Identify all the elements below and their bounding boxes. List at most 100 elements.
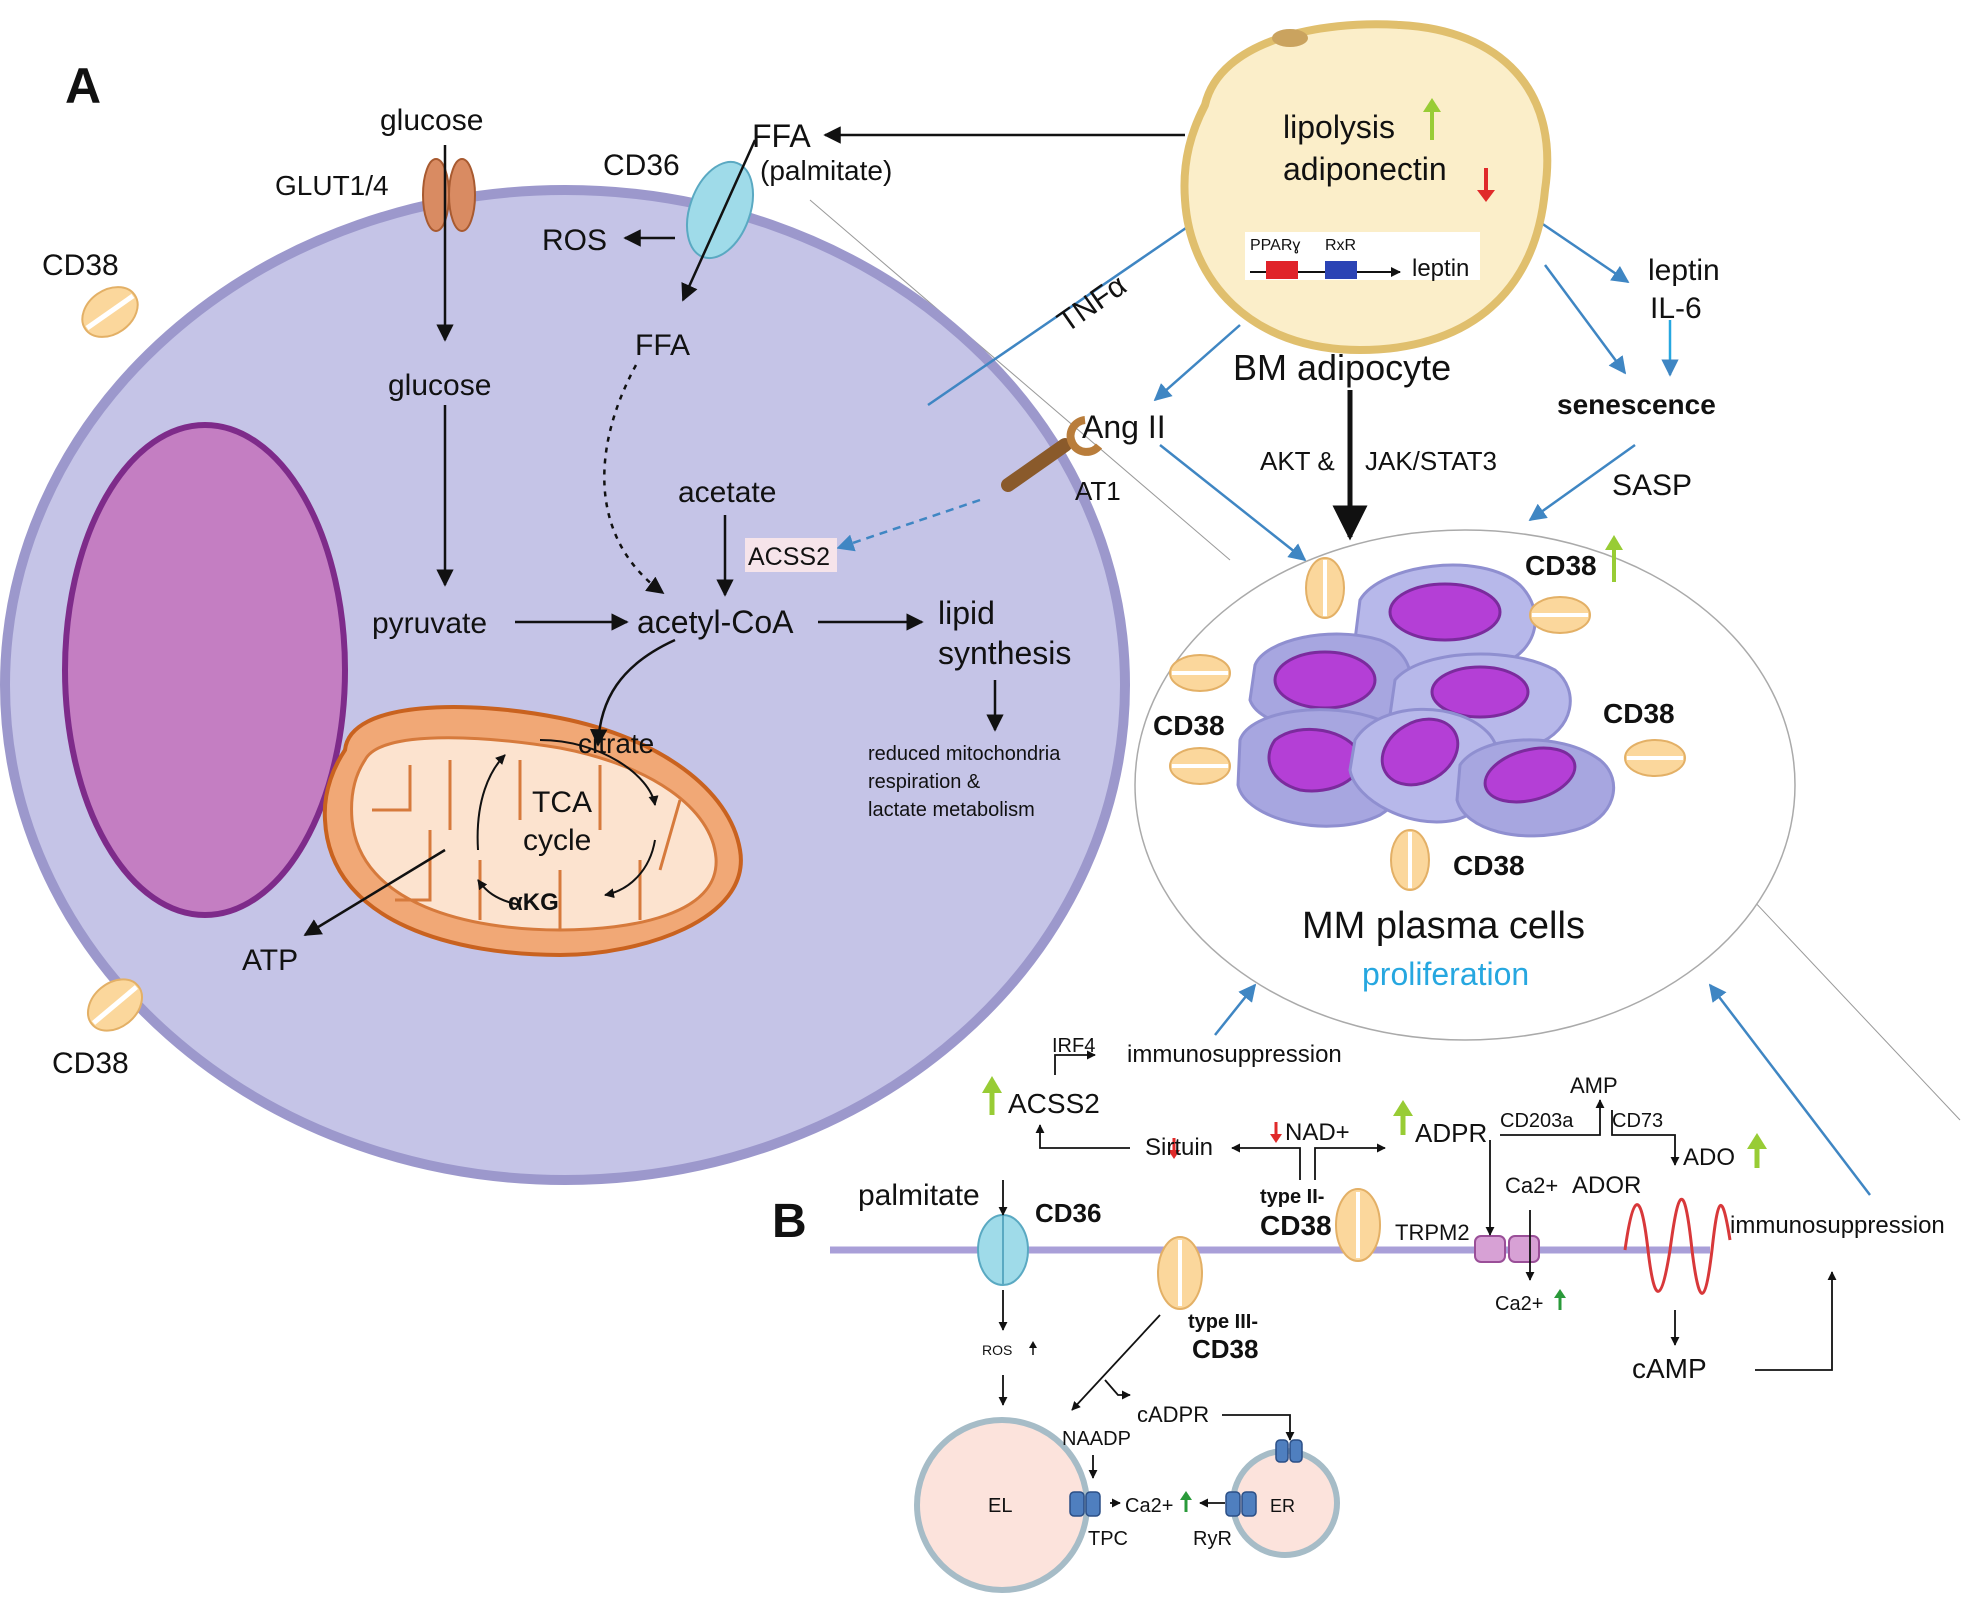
arrow-ffa-acetylcoa [603,364,665,595]
ryr-channel-icon [1225,1491,1257,1517]
up-arrow-icon [1605,535,1623,582]
cd38-receptor-icon [1157,1236,1203,1310]
label-ca-a: Ca2+ [1505,1173,1558,1198]
label-type3: type III- [1188,1311,1258,1333]
label-naadp: NAADP [1062,1428,1131,1450]
label-cd38-type3: CD38 [1192,1334,1258,1364]
label-ador: ADOR [1572,1172,1641,1199]
up-arrow-icon [1180,1491,1192,1512]
cd38-receptor-icon [1305,557,1345,619]
ador-receptor-icon [1623,1197,1732,1295]
label-b-palmitate: palmitate [858,1179,980,1212]
trpm2-channel-icon [1474,1235,1540,1263]
arrow-atp [303,848,446,937]
up-arrow-icon [1747,1133,1767,1168]
label-cadpr: cADPR [1137,1402,1209,1427]
label-sirtuin: Sirtuin [1145,1134,1213,1161]
label-tpc: TPC [1088,1528,1128,1550]
panel-a-label: A [65,58,101,114]
cd38-receptor-icon [1169,654,1231,692]
label-ryr: RyR [1193,1528,1232,1550]
label-acetyl-coa: acetyl-CoA [637,604,794,640]
cell-body [0,185,1130,1185]
down-arrow-icon [1168,1138,1180,1159]
label-reduced-1: reduced mitochondria [868,743,1061,765]
arrow-adipocyte-ang2 [1153,324,1241,402]
cd38-receptor-icon [1169,747,1231,785]
label-b-acss2: ACSS2 [1008,1088,1100,1119]
glut-transporter-icon [422,158,476,232]
cd38-receptor-icon [1529,596,1591,634]
at1-receptor-icon [1001,416,1103,492]
label-type2: type II- [1260,1186,1324,1208]
label-il6: IL-6 [1650,292,1702,325]
label-acss2: ACSS2 [748,543,830,571]
label-palmitate: (palmitate) [760,155,892,186]
up-arrow-icon [1393,1100,1413,1135]
label-ppar: PPARɣ [1250,237,1300,254]
label-mm-plasma-cells: MM plasma cells [1302,905,1585,947]
label-reduced-2: respiration & [868,771,981,793]
label-cd38-cell-bottom: CD38 [52,1047,129,1080]
arrow-nad-sirtuin [1231,1143,1301,1180]
label-ang2: Ang II [1082,409,1166,445]
label-tnfa: TNFα [1052,269,1133,339]
label-cd38-cell-top: CD38 [42,249,119,282]
label-immunosuppression-1: immunosuppression [1127,1041,1342,1068]
label-cd38-mm-left: CD38 [1153,710,1225,741]
label-immunosuppression-2: immunosuppression [1730,1212,1945,1239]
label-cd38-type2: CD38 [1260,1210,1332,1241]
label-ffa: FFA [635,329,690,362]
nucleus [62,422,348,918]
label-bm-adipocyte: BM adipocyte [1233,347,1451,388]
label-cd38-mm-bottom: CD38 [1453,850,1525,881]
zoom-guide-line [809,199,1231,561]
label-ffa-top: FFA [752,118,811,154]
label-amp: AMP [1570,1073,1618,1098]
down-arrow-icon [1270,1122,1282,1143]
arrow-at1-acss2 [836,498,981,552]
cd38-receptor-icon [81,286,139,338]
arrow-adipocyte-senescence [1543,264,1627,375]
label-atp: ATP [242,944,298,977]
label-synthesis: synthesis [938,635,1071,671]
label-reduced-3: lactate metabolism [868,799,1035,821]
arrow-immunosuppression-mm [1708,983,1871,1196]
label-lipolysis: lipolysis [1283,109,1395,145]
label-cycle: cycle [523,824,591,857]
label-glut: GLUT1/4 [275,170,389,201]
cd38-receptor-icon [1335,1188,1381,1262]
bm-adipocyte [1180,20,1552,355]
label-cd36: CD36 [603,149,680,182]
label-nad: NAD+ [1285,1119,1350,1146]
rxr-element [1325,261,1357,279]
arrow-cd38-cadpr [1104,1379,1131,1400]
down-arrow-icon [1477,168,1495,202]
label-lipid: lipid [938,595,995,631]
plasma-cell-cluster [1236,563,1616,838]
arrow-sirtuin-acss2 [1035,1124,1130,1149]
label-cd38-mm-right: CD38 [1603,698,1675,729]
arrow-sasp-mm [1528,443,1636,522]
arrow-acetylcoa-citrate [589,638,676,747]
arrow-amp-ado [1611,1110,1680,1166]
arrow-ang2-mm [1159,444,1307,562]
arrow-cd38-naadp [1071,1314,1161,1411]
label-acetate: acetate [678,476,776,509]
arrow-irf4 [1054,1050,1096,1075]
tpc-channel-icon [1069,1491,1101,1517]
arrow-camp-immuno [1755,1271,1837,1371]
label-ros: ROS [542,224,607,257]
label-ado: ADO [1683,1144,1735,1171]
label-glucose: glucose [388,369,491,402]
up-arrow-icon [1029,1341,1037,1355]
arrow-cadpr-er [1222,1414,1295,1441]
label-leptin-gene: leptin [1412,255,1469,282]
label-el: EL [988,1495,1012,1517]
cd38-receptor-icon [1624,739,1686,777]
label-cd203a: CD203a [1500,1110,1574,1132]
cd38-receptor-icon [1390,829,1430,891]
label-b-cd36: CD36 [1035,1198,1101,1228]
label-sasp: SASP [1612,469,1692,502]
